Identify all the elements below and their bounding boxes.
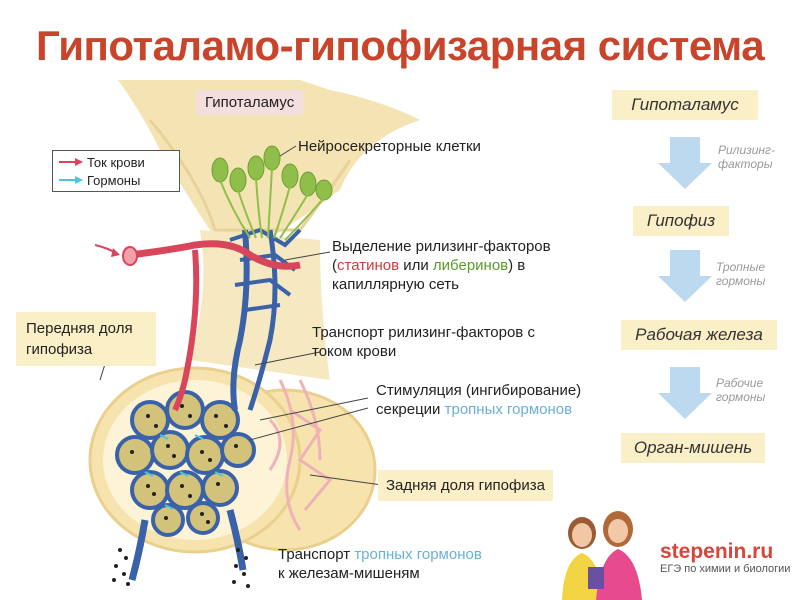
outflow-vein-right <box>226 509 247 571</box>
flow-note-working: Рабочие гормоны <box>716 376 766 404</box>
capillary-plexus <box>229 227 302 312</box>
neurosecretory-cells <box>211 145 333 201</box>
outflow-vein-left <box>128 519 149 581</box>
transport-prefix: Транспорт <box>278 546 355 563</box>
legend-item-blood: Ток крови <box>59 153 173 171</box>
hypothalamus-label: Гипоталамус <box>196 90 304 115</box>
flow-arrow-2 <box>658 250 712 302</box>
artery-cut <box>122 246 138 266</box>
release-line2: (статинов или либеринов) в <box>332 256 592 275</box>
neurosecretory-label: Нейросекреторные клетки <box>298 138 481 155</box>
or-text: или <box>399 257 433 274</box>
stimulation-tropic: тропных гормонов <box>444 401 573 418</box>
page-title: Гипоталамо-гипофизарная система <box>35 22 765 69</box>
transport-line1: Транспорт тропных гормонов <box>278 545 528 564</box>
posterior-lobe-label: Задняя доля гипофиза <box>378 470 553 501</box>
flow-step-gland: Рабочая железа <box>621 320 777 350</box>
release-paren-close: ) в <box>508 257 526 274</box>
flow-note-tropic: Тропные гормоны <box>716 260 766 288</box>
pituitary-illustration <box>88 80 420 588</box>
hormone-arrows <box>144 434 224 510</box>
flow-arrows <box>658 137 712 419</box>
secreted-hormones-right <box>232 548 250 588</box>
liberins-text: либеринов <box>432 257 509 274</box>
statins-text: статинов <box>337 257 400 274</box>
release-paren-open: ( <box>332 257 337 274</box>
flow-note-release: Рилизинг-факторы <box>718 143 775 171</box>
stimulation-prefix: секреции <box>376 401 445 418</box>
flow-step-pituitary: Гипофиз <box>633 206 729 236</box>
axons <box>219 167 325 241</box>
cyan-arrow-icon <box>59 176 83 184</box>
transport-release-label: Транспорт рилизинг-факторов с током кров… <box>312 324 535 360</box>
hormone-granules <box>130 404 238 524</box>
stimulation-line2: секреции тропных гормонов <box>376 400 616 419</box>
anterior-lobe-label: Передняя доля гипофиза <box>16 312 156 366</box>
brand-tagline: ЕГЭ по химии и биологии <box>660 563 791 575</box>
brand-name[interactable]: stepenin.ru <box>660 540 774 563</box>
secreted-hormones-left <box>112 548 130 586</box>
artery <box>129 240 301 270</box>
artery-branch <box>172 249 200 412</box>
anterior-lobe-cells <box>115 390 256 537</box>
legend: Ток крови Гормоны <box>52 150 180 192</box>
release-line1: Выделение рилизинг-факторов <box>332 238 551 255</box>
release-label: Выделение рилизинг-факторов (статинов ил… <box>332 237 592 294</box>
transport-tropic: тропных гормонов <box>354 546 482 563</box>
stimulation-label: Стимуляция (ингибирование) секреции троп… <box>376 381 616 419</box>
pituitary-stalk <box>190 230 330 380</box>
legend-hormones-label: Гормоны <box>87 172 141 188</box>
leader-lines <box>99 145 383 486</box>
stimulation-line1: Стимуляция (ингибирование) <box>376 382 582 399</box>
flow-arrow-3 <box>658 367 712 419</box>
red-arrow-icon <box>59 158 83 166</box>
release-line3: капиллярную сеть <box>332 276 459 293</box>
transport-line2: к железам-мишеням <box>278 565 420 582</box>
legend-item-hormones: Гормоны <box>59 171 173 189</box>
flow-step-target: Орган-мишень <box>621 433 765 463</box>
legend-blood-label: Ток крови <box>87 154 145 170</box>
portal-vein <box>230 229 250 411</box>
presenters-photo <box>562 511 642 600</box>
transport-tropic-label: Транспорт тропных гормонов к железам-миш… <box>278 545 528 583</box>
flow-arrow-1 <box>658 137 712 189</box>
flow-step-hypothalamus: Гипоталамус <box>612 90 758 120</box>
